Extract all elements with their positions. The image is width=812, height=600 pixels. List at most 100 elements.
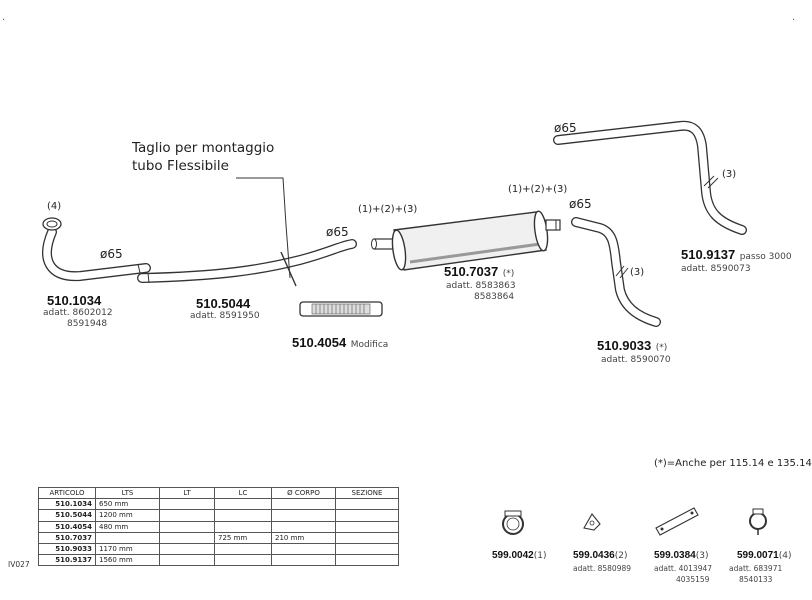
svg-text:.: . [792,12,795,23]
table-row: 510.9033 1170 mm [38,542,399,556]
table-cell: 725 mm [214,531,272,544]
accessory-note: adatt. 8580989 [573,564,632,573]
table-cell: 1170 mm [95,542,160,556]
accessory-label-599-0071[interactable]: 599.0071(4) adatt. 683971 8540133 [729,545,792,585]
part-label-510-9137[interactable]: 510.9137 passo 3000 adatt. 8590073 [681,246,792,275]
table-cell [335,542,399,556]
accessory-code: 599.0071 [737,550,779,561]
pipe-510-1034[interactable] [42,217,151,282]
table-cell [271,520,336,533]
diameter-label-1034: ø65 [100,247,123,261]
accessory-qty: (4) [778,551,792,561]
part-label-510-4054[interactable]: 510.4054 Modifica [292,334,388,352]
silencer-510-7037[interactable] [371,210,561,271]
hose-510-4054[interactable] [299,301,383,317]
table-cell [271,554,336,567]
clamp-mark-icon [615,265,625,277]
table-cell: 480 mm [95,520,160,533]
part-suffix: (*) [502,269,515,279]
table-cell [159,509,215,522]
pipe-510-9033[interactable] [571,217,661,327]
table-cell [335,554,399,567]
part-note: 8591948 [67,319,108,329]
pipe-flange-icon [42,217,62,231]
cut-mark-icon [280,251,297,287]
table-cell [335,520,399,533]
accessory-qty: (2) [614,551,628,561]
table-cell: 510.5044 [38,509,96,522]
table-row: 510.9137 1560 mm [38,554,399,567]
accessory-qty: (3) [695,551,709,561]
table-cell [271,542,336,556]
ref-label-9033: (3) [630,267,645,278]
cut-note-line-1: Taglio per montaggio [132,140,275,156]
part-label-510-9033[interactable]: 510.9033 (*) adatt. 8590070 [597,337,671,366]
diameter-label-9033: ø65 [569,197,592,211]
table-cell [335,498,399,511]
cut-note-line-2: tubo Flessibile [132,158,229,174]
pipe-510-9137[interactable] [553,120,747,235]
table-header-row: ARTICOLO LTS LT LC Ø CORPO SEZIONE [38,486,399,500]
part-suffix: passo 3000 [739,252,792,262]
part-note: adatt. 8602012 [43,308,113,318]
part-note: adatt. 8583863 [446,281,516,291]
cut-note: Taglio per montaggio tubo Flessibile [132,139,274,175]
diameter-label-9137: ø65 [554,121,577,135]
accessory-label-599-0436[interactable]: 599.0436(2) adatt. 8580989 [573,545,631,574]
accessory-qty: (1) [533,551,547,561]
accessory-note: 4035159 [676,575,710,584]
table-cell [214,509,272,522]
star-footnote: (*)=Anche per 115.14 e 135.14 [654,458,812,469]
accessory-code: 599.0436 [573,550,615,561]
bracket-599-0436-icon[interactable] [583,513,601,531]
table-cell [335,509,399,522]
column-header: LT [159,486,215,500]
accessory-note: 8540133 [739,575,773,584]
table-cell: 510.9033 [38,542,96,556]
part-label-510-7037[interactable]: 510.7037 (*) adatt. 8583863 8583864 [444,263,516,303]
column-header: Ø CORPO [271,486,336,500]
accessory-note: adatt. 683971 [729,564,783,573]
accessory-label-599-0042[interactable]: 599.0042(1) [492,545,546,563]
part-note: adatt. 8591950 [190,311,260,321]
table-cell [159,520,215,533]
part-note: adatt. 8590073 [681,264,751,274]
svg-text:.: . [2,12,5,23]
clamp-599-0071-icon[interactable] [749,508,767,535]
spec-table: ARTICOLO LTS LT LC Ø CORPO SEZIONE 510.1… [38,486,399,567]
table-cell: 1560 mm [95,554,160,567]
table-cell [159,542,215,556]
accessory-note: adatt. 4013947 [654,564,713,573]
accessory-label-599-0384[interactable]: 599.0384(3) adatt. 4013947 4035159 [654,545,712,585]
ref-label-9137: (3) [722,169,737,180]
table-cell: 510.9137 [38,554,96,567]
ref-label-1034: (4) [47,201,62,212]
table-cell [335,531,399,544]
table-cell: 510.7037 [38,531,96,544]
strap-599-0384-icon[interactable] [655,507,699,536]
table-cell [159,554,215,567]
part-label-510-5044[interactable]: 510.5044 adatt. 8591950 [190,296,260,322]
table-cell [271,509,336,522]
table-cell [214,554,272,567]
table-cell: 210 mm [271,531,336,544]
part-suffix: Modifica [350,340,389,350]
part-code: 510.9137 [681,247,736,262]
accessory-code: 599.0384 [654,550,696,561]
part-label-510-1034[interactable]: 510.1034 adatt. 8602012 8591948 [43,293,113,330]
table-row: 510.1034 650 mm [38,498,399,511]
table-cell [95,531,160,544]
accessory-code: 599.0042 [492,550,534,561]
clamp-599-0042-icon[interactable] [502,510,524,535]
part-code: 510.1034 [47,293,102,308]
table-cell: 1200 mm [95,509,160,522]
part-note: 8583864 [474,292,515,302]
column-header: ARTICOLO [38,486,96,500]
part-code: 510.7037 [444,264,499,279]
table-cell: 510.4054 [38,520,96,533]
table-cell [214,498,272,511]
table-cell: 510.1034 [38,498,96,511]
pipe-510-5044[interactable] [137,239,357,284]
part-code: 510.5044 [196,296,251,311]
